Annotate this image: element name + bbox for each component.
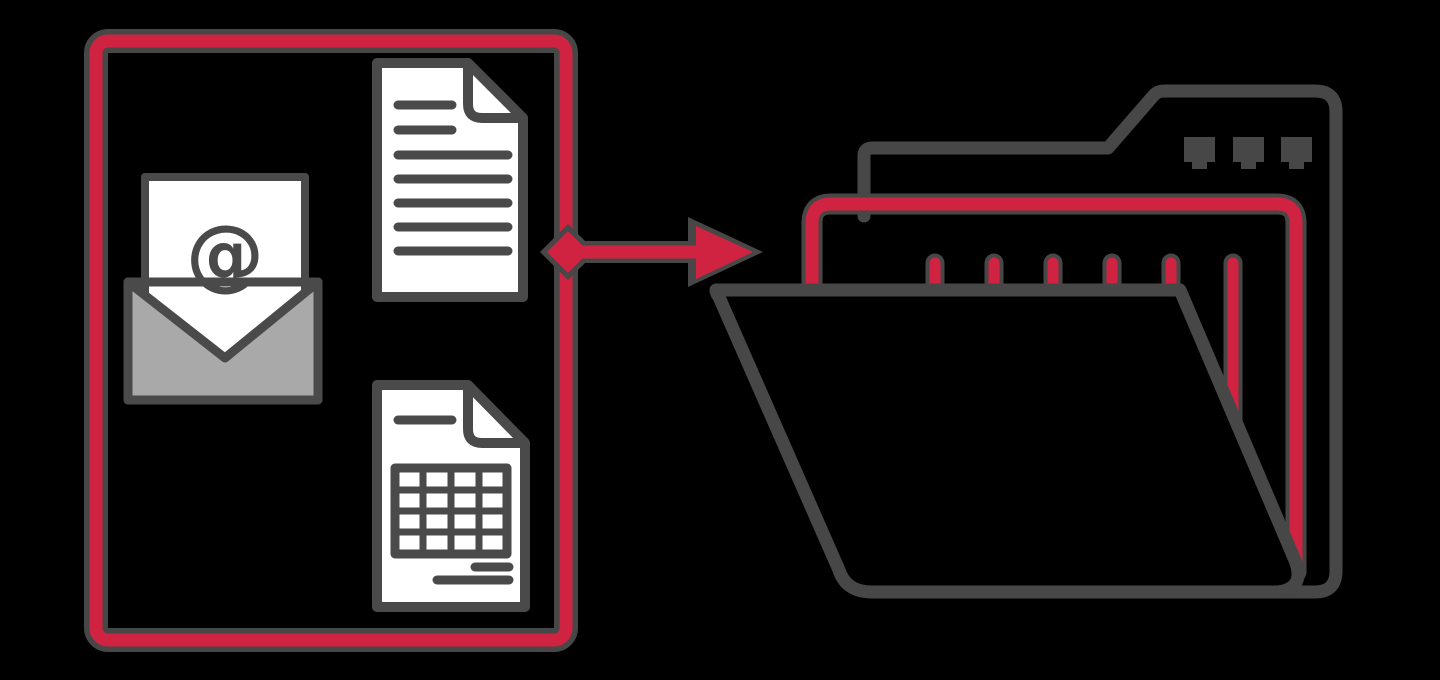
text-document-icon xyxy=(372,58,528,302)
email-envelope-icon: @ xyxy=(123,173,323,405)
folder-front-flap xyxy=(709,283,1305,599)
folder-tab-dot xyxy=(1281,137,1312,169)
inner-folder xyxy=(805,197,1303,579)
envelope-outline-front xyxy=(123,277,323,405)
envelope-flap-folds xyxy=(123,277,323,363)
spreadsheet-corner-fold xyxy=(463,380,530,448)
transfer-arrow xyxy=(540,217,763,287)
arrow-diamond-connector xyxy=(547,231,589,273)
envelope-flaps xyxy=(128,282,318,400)
source-box xyxy=(84,29,578,652)
spreadsheet-footer-lines xyxy=(432,562,514,585)
arrow-head-icon xyxy=(696,226,753,279)
folder-back xyxy=(857,84,1343,599)
source-box-border xyxy=(89,34,573,647)
folder-tab-dot xyxy=(1184,137,1215,169)
spreadsheet-document-icon xyxy=(372,380,530,612)
folder-tab-dot xyxy=(1233,137,1264,169)
folder-tab-dots xyxy=(1184,137,1312,169)
text-document-lines xyxy=(393,100,513,256)
text-document-corner-fold xyxy=(463,58,528,123)
open-folder-icon xyxy=(709,84,1343,599)
spreadsheet-table xyxy=(390,463,512,559)
table-grid-lines xyxy=(395,468,507,554)
